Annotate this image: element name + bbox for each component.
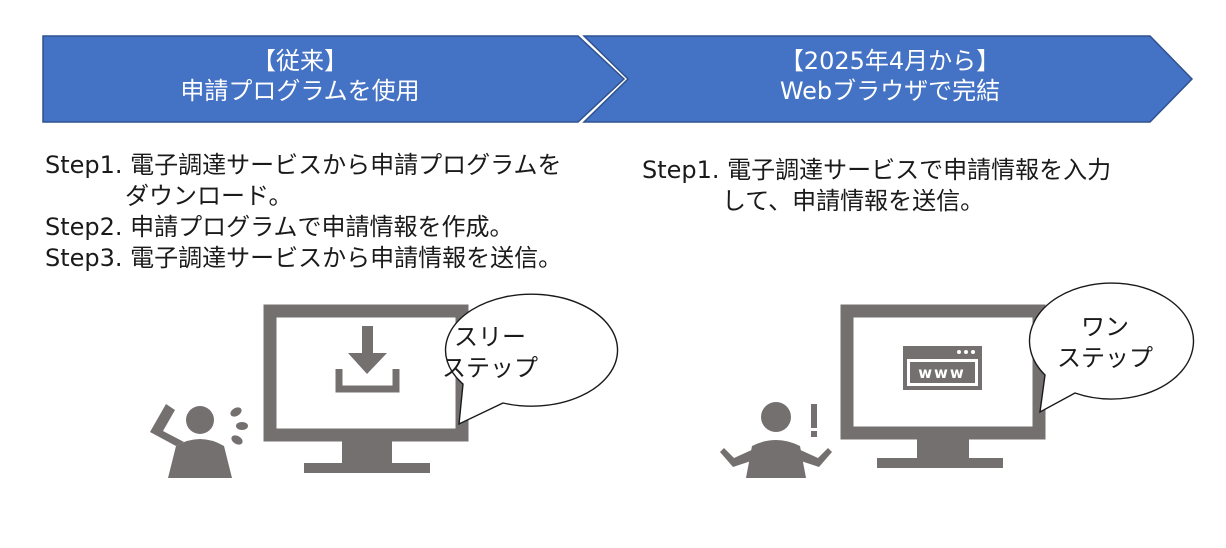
- new-subheading: Webブラウザで完結: [779, 77, 1001, 105]
- legacy-heading: 【従来】: [252, 47, 348, 75]
- legacy-chevron-label: 【従来】 申請プログラムを使用: [100, 46, 500, 106]
- new-monitor: [840, 304, 1046, 468]
- new-chevron: [582, 35, 1194, 123]
- new-bubble-line-1: ワン: [1081, 313, 1129, 341]
- legacy-bubble-text: スリー ステップ: [430, 322, 550, 384]
- legacy-chevron: [42, 35, 626, 123]
- legacy-step-3: Step3. 電子調達サービスから申請情報を送信。: [45, 244, 563, 272]
- new-steps-list: Step1. 電子調達サービスで申請情報を入力 して、申請情報を送信。: [642, 155, 1111, 217]
- browser-window-icon: www: [903, 346, 982, 390]
- legacy-bubble-line-2: ステップ: [442, 354, 538, 382]
- relieved-person-icon: [720, 402, 832, 478]
- troubled-person-icon: [150, 404, 248, 478]
- new-bubble-text: ワン ステップ: [1045, 312, 1165, 374]
- new-step-1-continuation: して、申請情報を送信。: [722, 187, 985, 215]
- legacy-step-1-continuation: ダウンロード。: [125, 182, 293, 210]
- new-speech-bubble: [1028, 282, 1195, 414]
- www-label: www: [918, 364, 966, 382]
- legacy-step-1: Step1. 電子調達サービスから申請プログラムを: [45, 151, 562, 179]
- new-heading: 【2025年4月から】: [779, 47, 1001, 75]
- legacy-steps-list: Step1. 電子調達サービスから申請プログラムを ダウンロード。 Step2.…: [45, 150, 562, 274]
- new-chevron-label: 【2025年4月から】 Webブラウザで完結: [700, 46, 1080, 106]
- download-icon: [335, 326, 400, 393]
- legacy-step-2: Step2. 申請プログラムで申請情報を作成。: [45, 213, 514, 241]
- new-bubble-line-2: ステップ: [1057, 344, 1153, 372]
- legacy-speech-bubble: [444, 293, 619, 426]
- new-step-1: Step1. 電子調達サービスで申請情報を入力: [642, 156, 1112, 184]
- legacy-bubble-line-1: スリー: [454, 323, 526, 351]
- legacy-subheading: 申請プログラムを使用: [180, 77, 420, 105]
